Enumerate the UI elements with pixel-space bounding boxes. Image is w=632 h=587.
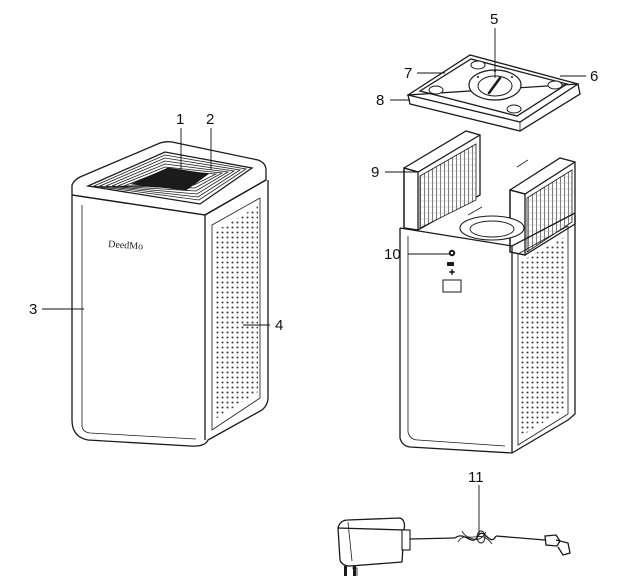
power-adapter xyxy=(337,517,571,576)
top-cover-lid xyxy=(406,54,581,132)
callout-4: 4 xyxy=(275,317,283,334)
hepa-filter-left xyxy=(403,130,481,231)
cord-tie xyxy=(476,530,486,544)
callout-11: 11 xyxy=(468,469,484,486)
callout-1: 1 xyxy=(176,111,184,128)
side-air-intake-grille xyxy=(214,206,258,420)
callout-5: 5 xyxy=(490,11,498,28)
brand-logo: DeedMo xyxy=(108,239,144,252)
mode-button-icon[interactable] xyxy=(447,262,454,266)
callout-2: 2 xyxy=(206,111,214,128)
disassembled-purifier xyxy=(399,130,576,454)
callout-labels: 1 2 3 4 5 6 7 8 9 10 11 xyxy=(29,11,598,486)
callout-3: 3 xyxy=(29,301,37,318)
top-center-panel xyxy=(130,167,210,191)
callout-8: 8 xyxy=(376,92,384,109)
body-side-grille xyxy=(520,236,566,437)
callout-7: 7 xyxy=(404,65,412,82)
callout-9: 9 xyxy=(371,164,379,181)
callout-6: 6 xyxy=(590,68,598,85)
fan-speed-icon[interactable] xyxy=(449,269,455,275)
leader-lines xyxy=(42,28,586,534)
control-panel xyxy=(442,249,462,293)
plug-prong-icon xyxy=(344,566,347,576)
display-window xyxy=(442,279,462,293)
assembled-purifier: DeedMo xyxy=(71,141,269,447)
lid-handle-icon xyxy=(487,76,502,95)
callout-10: 10 xyxy=(384,246,401,263)
